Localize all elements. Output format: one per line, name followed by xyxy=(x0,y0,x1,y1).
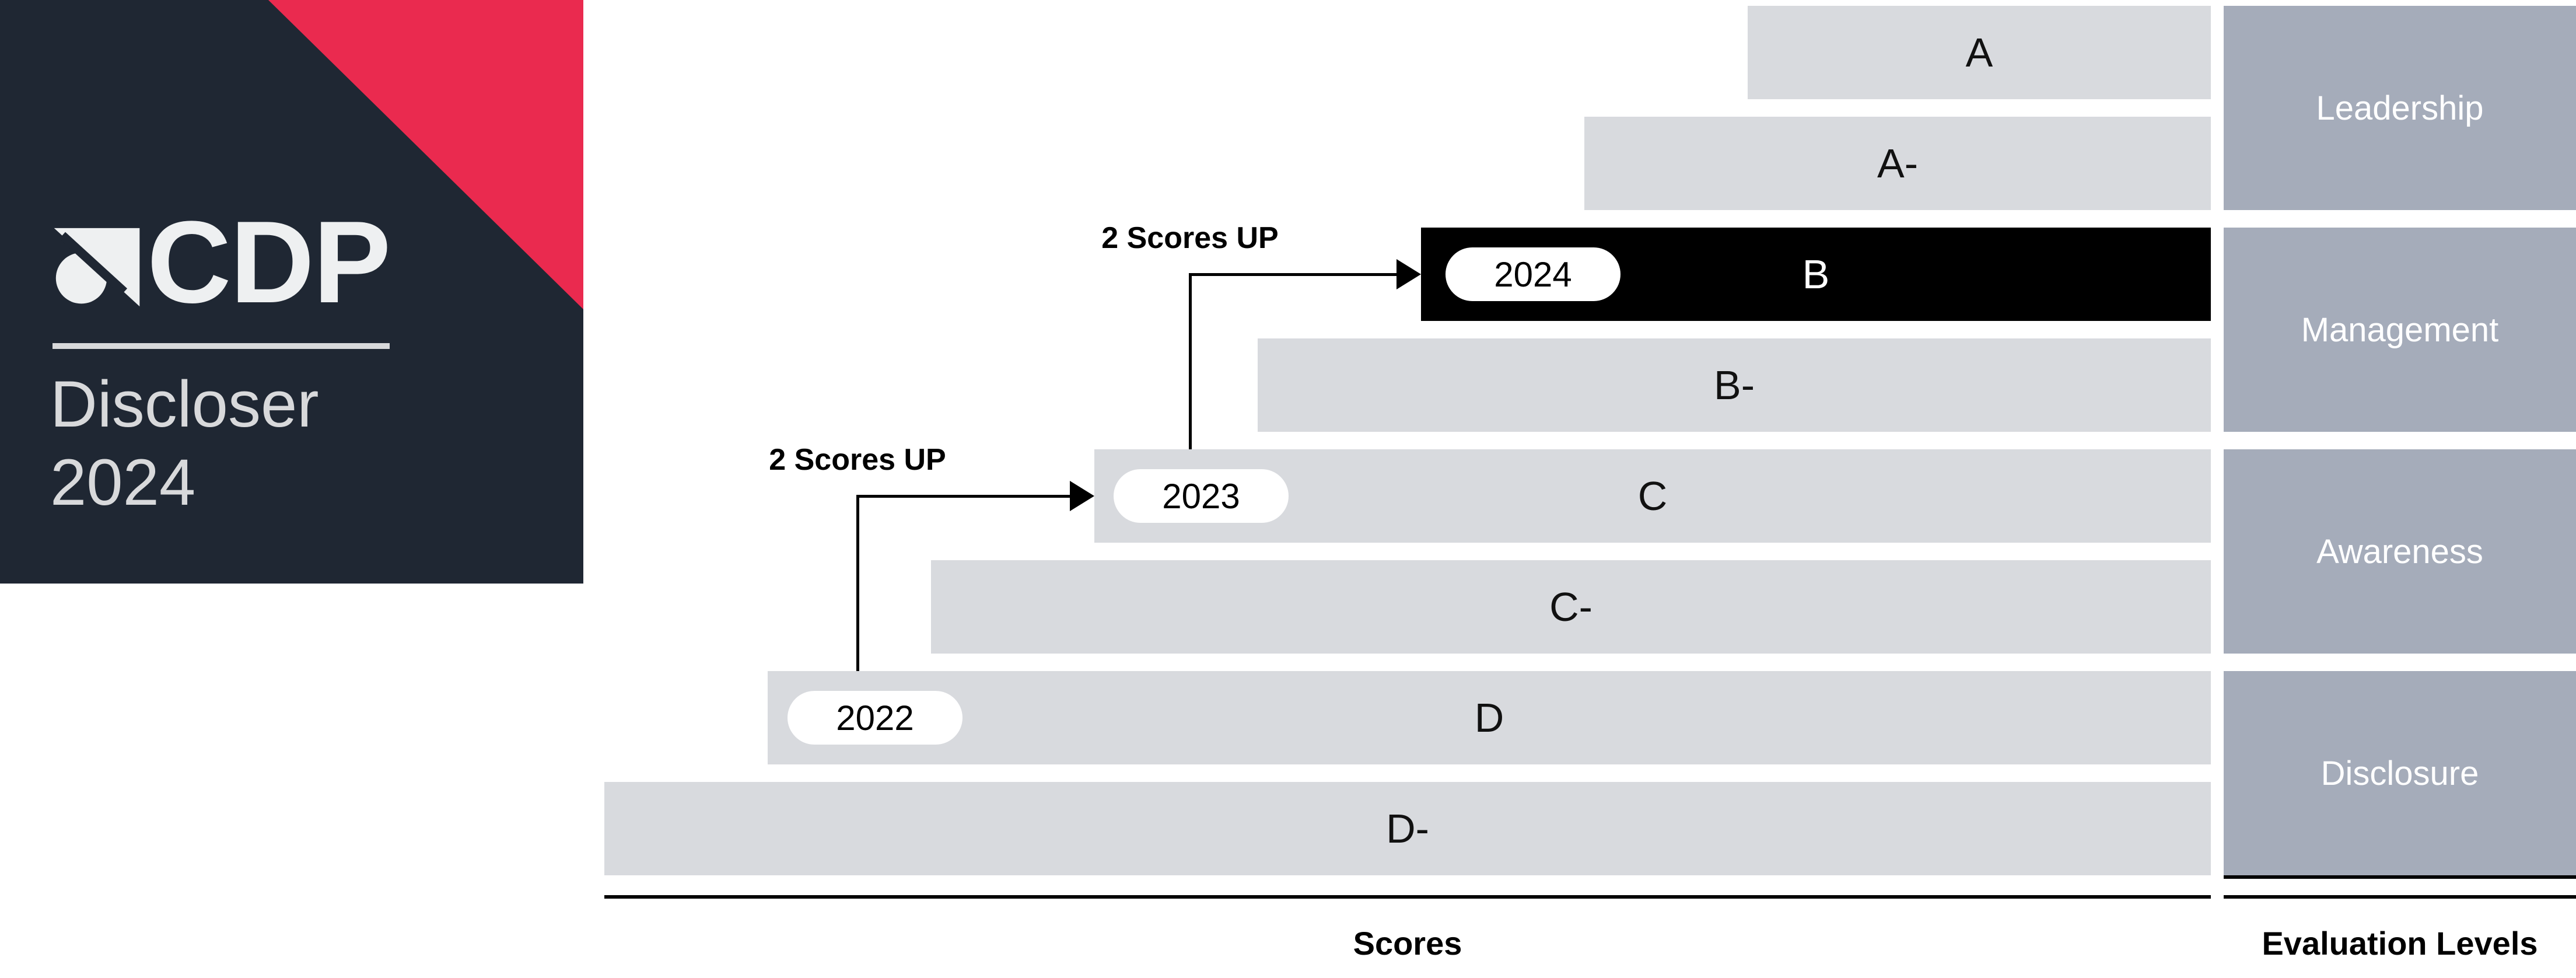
arrow-lower-horizontal-segment xyxy=(856,495,1070,498)
year-pill-2024: 2024 xyxy=(1446,247,1620,301)
score-label: B- xyxy=(1714,362,1755,408)
cdp-badge: CDP Discloser 2024 xyxy=(0,0,583,584)
cdp-wordmark: CDP xyxy=(147,197,391,327)
year-pill-2022: 2022 xyxy=(788,691,963,745)
year-label: 2022 xyxy=(836,698,914,738)
level-block-disclosure: Disclosure xyxy=(2224,671,2576,875)
year-label: 2023 xyxy=(1162,476,1240,516)
score-bar-c-minus: C- xyxy=(931,560,2211,654)
score-bar-d: D xyxy=(768,671,2211,764)
score-label: A- xyxy=(1877,141,1918,186)
arrow-upper-horizontal-segment xyxy=(1189,273,1396,276)
year-label: 2024 xyxy=(1494,254,1572,294)
level-label: Leadership xyxy=(2316,89,2484,127)
level-block-leadership: Leadership xyxy=(2224,6,2576,210)
score-label: D- xyxy=(1386,806,1429,851)
cdp-logo-icon xyxy=(54,228,140,307)
score-label: B xyxy=(1802,252,1830,297)
arrow-head-upper xyxy=(1396,259,1421,289)
arrow-upper-vertical-segment xyxy=(1189,273,1192,449)
score-label: D xyxy=(1474,695,1504,741)
level-label: Management xyxy=(2301,310,2499,349)
level-block-awareness: Awareness xyxy=(2224,449,2576,654)
score-label: A xyxy=(1965,30,1993,75)
arrow-head-lower xyxy=(1070,481,1094,511)
badge-title: Discloser xyxy=(50,368,319,441)
score-bar-b-minus: B- xyxy=(1258,338,2211,432)
level-label: Disclosure xyxy=(2320,754,2479,792)
disclosure-underline xyxy=(2224,875,2576,879)
annotation-2-scores-up-upper: 2 Scores UP xyxy=(1101,221,1279,255)
scores-axis-label: Scores xyxy=(1353,925,1462,962)
levels-axis-line xyxy=(2224,895,2576,899)
score-label: C xyxy=(1637,473,1668,519)
levels-axis-label: Evaluation Levels xyxy=(2262,925,2538,962)
year-pill-2023: 2023 xyxy=(1114,469,1289,523)
score-bar-a: A xyxy=(1748,6,2211,99)
score-bar-d-minus: D- xyxy=(604,782,2211,875)
level-label: Awareness xyxy=(2316,532,2483,571)
scores-axis-line xyxy=(604,895,2211,899)
score-label: C- xyxy=(1549,584,1592,630)
arrow-lower-vertical-segment xyxy=(856,495,859,671)
score-bar-a-minus: A- xyxy=(1584,117,2211,210)
annotation-2-scores-up-lower: 2 Scores UP xyxy=(769,443,946,477)
badge-divider xyxy=(52,343,390,349)
level-block-management: Management xyxy=(2224,228,2576,432)
badge-year: 2024 xyxy=(50,446,196,519)
